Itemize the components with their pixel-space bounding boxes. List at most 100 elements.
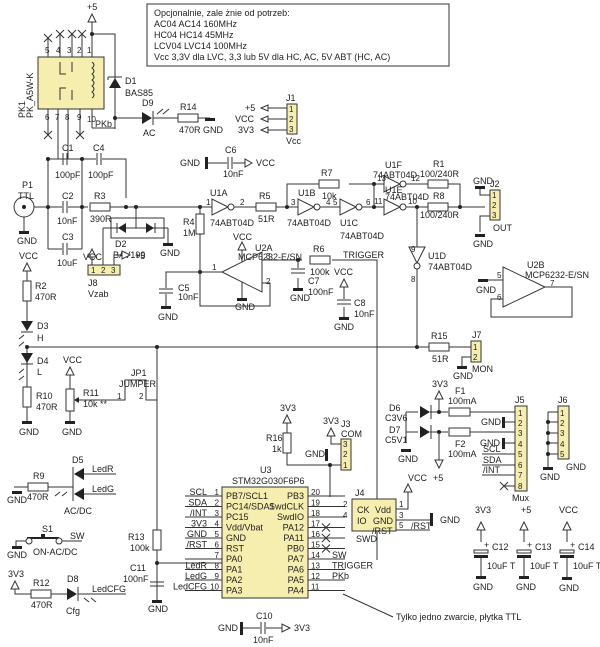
mcu-pin-name: PA7 bbox=[288, 554, 304, 564]
value: 10k ** bbox=[83, 399, 108, 409]
pin-name: Vdd bbox=[375, 505, 391, 515]
mcu-pin-name: PC15 bbox=[226, 512, 249, 522]
gnd-label: GND bbox=[305, 449, 326, 459]
mcu-pin-net: PKb bbox=[332, 571, 349, 581]
value: 10uF T bbox=[487, 561, 516, 571]
pin-label: 5 bbox=[497, 271, 502, 280]
mcu-pin-number: 3 bbox=[215, 509, 220, 518]
ref: R4 bbox=[183, 217, 195, 227]
mcu-pin-name: RST bbox=[226, 544, 245, 554]
com-header: 3V3 R16 1k 3V3 GND J3 COM 3 2 1 bbox=[266, 403, 362, 497]
value: 390R bbox=[90, 214, 112, 224]
switch-s1[interactable]: S1 GND ON-AC/DC SW bbox=[7, 524, 85, 560]
no-connect-icon bbox=[321, 523, 331, 532]
ref: C11 bbox=[130, 563, 146, 573]
gnd-label: GND bbox=[540, 472, 561, 482]
mcu-pin-number: 19 bbox=[311, 499, 320, 508]
pin-label: 2 bbox=[492, 201, 497, 210]
value: C3V6 bbox=[385, 413, 408, 423]
mcu-pin-number: 8 bbox=[215, 562, 220, 571]
pin-label: 4 bbox=[343, 511, 348, 520]
svg-text:+: + bbox=[527, 540, 532, 550]
mcu-pin-net: SDA bbox=[188, 498, 207, 508]
value: 74ABT04D bbox=[287, 218, 332, 228]
value: MCP6232-E/SN bbox=[525, 270, 589, 280]
mcu-pin-net: /INT bbox=[190, 508, 208, 518]
led-d9: D9 AC R14 470R GND bbox=[115, 98, 224, 138]
svg-text:+: + bbox=[484, 540, 489, 550]
pin-label: 6 bbox=[497, 293, 502, 302]
ref: U1E bbox=[385, 185, 403, 195]
gnd-label: GND bbox=[398, 454, 419, 464]
value: C5V1 bbox=[385, 435, 408, 445]
pin-label: 1 bbox=[91, 266, 96, 275]
footnote: Tylko jedno zwarcie, płytka TTL bbox=[396, 612, 521, 622]
gnd-label: GND bbox=[203, 125, 224, 135]
net-label: +5 bbox=[521, 505, 531, 515]
note-line: LCV04 LVC14 100MHz bbox=[154, 41, 247, 51]
ref: J1 bbox=[286, 93, 296, 103]
value: 100nF bbox=[308, 287, 334, 297]
value: 10uF T bbox=[530, 561, 559, 571]
gnd-label: GND bbox=[7, 550, 28, 560]
pkb-label: PKb bbox=[95, 119, 112, 129]
switch-contact-icon bbox=[59, 62, 73, 100]
gnd-label: GND bbox=[476, 285, 497, 295]
mcu-pin-net: /RST bbox=[186, 540, 207, 550]
net-label: VCC bbox=[233, 232, 253, 242]
gnd-label: GND bbox=[559, 583, 580, 593]
mcu-pin-number: 6 bbox=[215, 541, 220, 550]
pin-label: 5 bbox=[333, 198, 338, 207]
value: 74ABT04D bbox=[210, 218, 255, 228]
net-label: +5 bbox=[245, 103, 255, 113]
mcu-pin-name: SwdIO bbox=[277, 512, 304, 522]
pin-label: 3 bbox=[67, 46, 72, 55]
pin-label: 7 bbox=[55, 113, 60, 122]
ref: U1D bbox=[428, 251, 447, 261]
supply-arrow-icon bbox=[87, 12, 97, 23]
pin-label: 4 bbox=[518, 440, 523, 449]
value: 10k bbox=[322, 191, 337, 201]
pin-label: 10 bbox=[87, 115, 96, 124]
pin-label: 3 bbox=[492, 211, 497, 220]
ref: R2 bbox=[35, 281, 47, 291]
ref: R16 bbox=[266, 433, 283, 443]
cap-c6: GND VCC C6 10nF bbox=[180, 145, 276, 179]
mcu-pin-name: PA2 bbox=[226, 575, 242, 585]
pin-label: 2 bbox=[343, 500, 348, 509]
net-label: /RST bbox=[411, 521, 432, 531]
pin-label: 6 bbox=[45, 113, 50, 122]
pin-label: 7 bbox=[550, 279, 555, 288]
mcu-pin-number: 15 bbox=[311, 541, 320, 550]
value: 10uF T bbox=[573, 561, 600, 571]
cap-c14: VCC + C14 10uF T GND bbox=[559, 505, 600, 593]
net-label: 3V3 bbox=[8, 569, 24, 579]
pin-label: 3 bbox=[289, 125, 294, 134]
pin-label: 3 bbox=[291, 198, 296, 207]
ref: C13 bbox=[535, 542, 552, 552]
cap-c12: 3V3 + C12 10uF T GND bbox=[473, 505, 516, 592]
ref: C7 bbox=[308, 276, 320, 286]
mcu-pin-net: LedG bbox=[185, 571, 207, 581]
pin-label: 1 bbox=[289, 105, 294, 114]
pin-label: 1 bbox=[560, 409, 565, 418]
net-label: VCC bbox=[19, 251, 39, 261]
gnd-label: GND bbox=[453, 371, 474, 381]
net-label: VCC bbox=[63, 355, 83, 365]
net-label: VCC bbox=[235, 114, 255, 124]
pin-label: 2 bbox=[518, 419, 523, 428]
mcu-pin-name: PB0 bbox=[287, 544, 304, 554]
pin-label: 1 bbox=[518, 409, 523, 418]
value: 10uF bbox=[57, 258, 78, 268]
level-leds: VCC R2 470R D3 H D4 L R10 470R GND bbox=[18, 251, 419, 437]
gnd-label: GND bbox=[160, 248, 181, 258]
value: 470R bbox=[179, 125, 201, 135]
net-label: +5 bbox=[135, 251, 145, 261]
ref: F2 bbox=[455, 439, 466, 449]
ref: D8 bbox=[67, 574, 79, 584]
ref: R14 bbox=[180, 102, 197, 112]
pin-label: 2 bbox=[77, 46, 82, 55]
input-network: C1 100pF C4 100pF P1 TTL GND C2 10nF C3 … bbox=[13, 143, 200, 268]
value: TTL bbox=[18, 191, 34, 201]
net-label: LedCFG bbox=[92, 584, 126, 594]
